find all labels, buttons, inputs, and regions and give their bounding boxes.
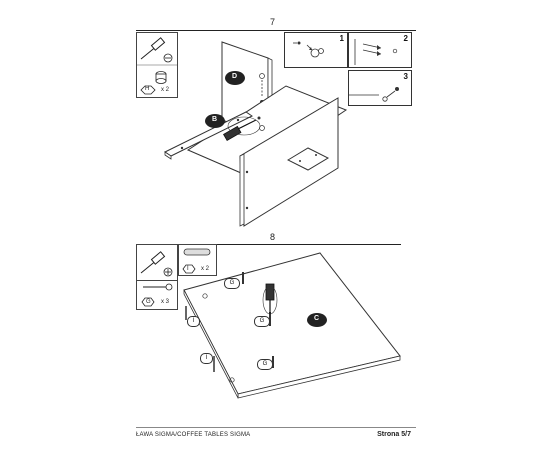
step-7-tool-box: H x 2 [136, 32, 178, 98]
panel-label-c [307, 313, 327, 327]
step-8-tool-box-3: G x 3 [136, 280, 178, 310]
footer-rule [136, 427, 416, 428]
detail-callout-3: 3 [348, 70, 412, 106]
footer-page-number: Strona 5/7 [377, 431, 411, 438]
callout-number: 3 [403, 72, 408, 81]
step-7-fitting-code: H [145, 86, 150, 92]
step-7-number: 7 [270, 17, 276, 27]
insert-arrow-icon [354, 39, 398, 65]
part-marker-g: G [224, 278, 240, 289]
cam-fitting-icon [140, 71, 167, 95]
screwdriver-icon [137, 37, 177, 66]
step-7-fitting-count: x 2 [161, 87, 170, 93]
panel-label-d [225, 71, 245, 85]
step-8-rule [136, 244, 401, 245]
cam-bolt-icon [141, 283, 173, 307]
callout-number: 1 [339, 34, 344, 43]
footer-product-name: ŁAWA SIGMA/COFFEE TABLES SIGMA [136, 432, 251, 438]
dowel-icon [182, 248, 211, 274]
dowel-count: x 2 [201, 266, 210, 272]
part-marker-i: I [200, 353, 213, 364]
part-marker-g: G [254, 316, 270, 327]
panel-label-c-text: C [314, 315, 320, 322]
bolt-count: x 3 [161, 299, 170, 305]
cam-insert-icon [293, 41, 324, 58]
panel-label-d-text: D [232, 73, 238, 80]
step-8-tool-box-2: I x 2 [178, 244, 217, 276]
step-8-number: 8 [270, 232, 276, 242]
panel-label-b-text: B [212, 116, 218, 123]
detail-callout-2: 2 [348, 32, 412, 68]
panel-label-b [205, 114, 225, 128]
detail-callout-1: 1 [284, 32, 348, 68]
part-marker-g: G [257, 359, 273, 370]
step-7-rule [136, 30, 416, 31]
part-marker-i: I [187, 316, 200, 327]
bolt-code: G [146, 299, 151, 305]
tighten-icon [349, 87, 399, 102]
dowel-code: I [187, 266, 189, 272]
callout-number: 2 [403, 34, 408, 43]
